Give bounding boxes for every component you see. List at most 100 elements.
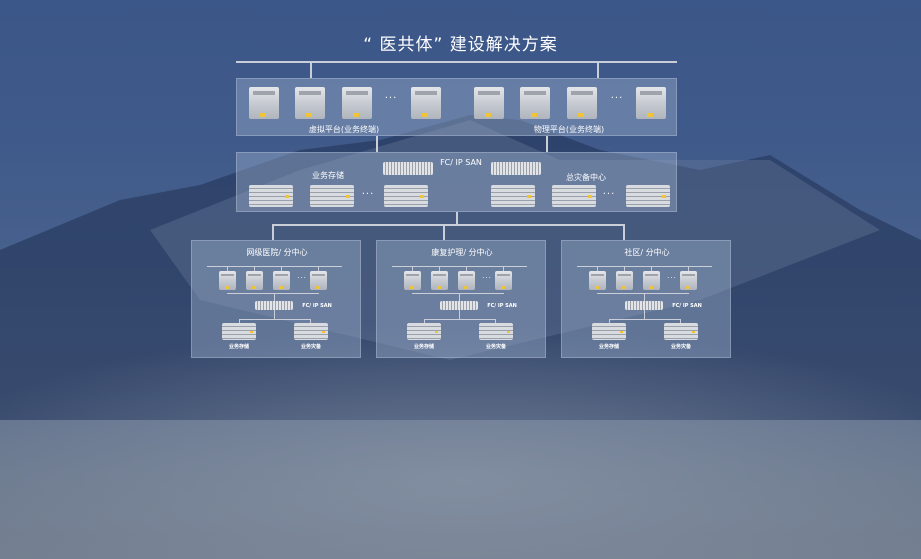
connector	[503, 266, 504, 272]
connector	[281, 266, 282, 272]
connector	[227, 293, 319, 294]
server-icon	[310, 271, 327, 290]
branch-panel: 社区/ 分中心 ··· FC/ IP SAN 业务存储 业务灾备	[561, 240, 731, 358]
san-switch-icon	[491, 162, 541, 175]
server-icon	[567, 87, 597, 119]
connector	[597, 266, 598, 272]
server-icon	[411, 87, 441, 119]
connector	[272, 224, 274, 240]
connector	[439, 266, 440, 272]
ellipsis: ···	[297, 274, 307, 282]
connector	[227, 266, 228, 272]
connector	[577, 266, 712, 267]
storage-array-icon	[626, 185, 670, 207]
connector	[443, 224, 445, 240]
page-title: “ 医共体” 建设解决方案	[363, 35, 558, 55]
storage-panel: FC/ IP SAN 业务存储 总灾备中心 ··· ···	[236, 152, 677, 212]
server-icon	[474, 87, 504, 119]
server-platform-panel: 虚拟平台(业务终端) 物理平台(业务终端) ··· ···	[236, 78, 677, 136]
storage-array-icon	[294, 323, 328, 340]
server-icon	[404, 271, 421, 290]
server-icon	[458, 271, 475, 290]
server-icon	[643, 271, 660, 290]
san-switch-icon	[255, 301, 293, 310]
ellipsis: ···	[361, 189, 375, 200]
business-backup-label: 业务灾备	[300, 344, 322, 350]
virtual-platform-label: 虚拟平台(业务终端)	[308, 125, 380, 134]
connector	[310, 61, 312, 78]
connector	[609, 319, 610, 323]
connector	[680, 319, 681, 323]
ellipsis: ···	[384, 93, 398, 104]
storage-array-icon	[592, 323, 626, 340]
branch-title: 社区/ 分中心	[624, 248, 670, 257]
connector	[254, 266, 255, 272]
connector	[644, 293, 645, 303]
branch-title: 康复护理/ 分中心	[431, 248, 493, 257]
server-icon	[589, 271, 606, 290]
storage-array-icon	[491, 185, 535, 207]
connector	[424, 319, 425, 323]
connector	[412, 293, 504, 294]
server-icon	[520, 87, 550, 119]
storage-array-icon	[479, 323, 513, 340]
connector	[274, 293, 275, 303]
business-storage-label: 业务存储	[312, 171, 344, 180]
server-icon	[295, 87, 325, 119]
connector	[495, 319, 496, 323]
connector	[623, 224, 625, 240]
connector	[272, 224, 625, 226]
business-storage-label: 业务存储	[598, 344, 620, 350]
server-icon	[249, 87, 279, 119]
branch-title: 网级医院/ 分中心	[246, 248, 308, 257]
connector	[310, 319, 311, 323]
san-label: FC/ IP SAN	[302, 303, 332, 309]
connector	[597, 293, 689, 294]
server-icon	[636, 87, 666, 119]
connector	[392, 266, 527, 267]
ellipsis: ···	[602, 189, 616, 200]
san-label: FC/ IP SAN	[487, 303, 517, 309]
storage-array-icon	[249, 185, 293, 207]
connector	[318, 266, 319, 272]
connector	[459, 293, 460, 303]
san-switch-icon	[625, 301, 663, 310]
ellipsis: ···	[610, 93, 624, 104]
storage-array-icon	[222, 323, 256, 340]
storage-array-icon	[384, 185, 428, 207]
connector	[624, 266, 625, 272]
connector	[644, 310, 645, 319]
connector	[239, 319, 240, 323]
ellipsis: ···	[667, 274, 677, 282]
server-icon	[431, 271, 448, 290]
san-label: FC/ IP SAN	[440, 158, 482, 167]
storage-array-icon	[552, 185, 596, 207]
business-backup-label: 业务灾备	[670, 344, 692, 350]
connector	[597, 61, 599, 78]
physical-platform-label: 物理平台(业务终端)	[533, 125, 605, 134]
connector	[412, 266, 413, 272]
connector	[424, 319, 496, 320]
business-storage-label: 业务存储	[413, 344, 435, 350]
storage-array-icon	[664, 323, 698, 340]
storage-array-icon	[310, 185, 354, 207]
server-icon	[219, 271, 236, 290]
server-icon	[273, 271, 290, 290]
dr-center-label: 总灾备中心	[566, 173, 606, 182]
connector	[239, 319, 311, 320]
connector	[274, 310, 275, 319]
ellipsis: ···	[482, 274, 492, 282]
san-label: FC/ IP SAN	[672, 303, 702, 309]
connector	[376, 136, 378, 152]
storage-array-icon	[407, 323, 441, 340]
server-icon	[616, 271, 633, 290]
connector	[207, 266, 342, 267]
connector	[466, 266, 467, 272]
connector	[456, 212, 458, 225]
san-switch-icon	[383, 162, 433, 175]
connector	[688, 266, 689, 272]
connector	[459, 310, 460, 319]
